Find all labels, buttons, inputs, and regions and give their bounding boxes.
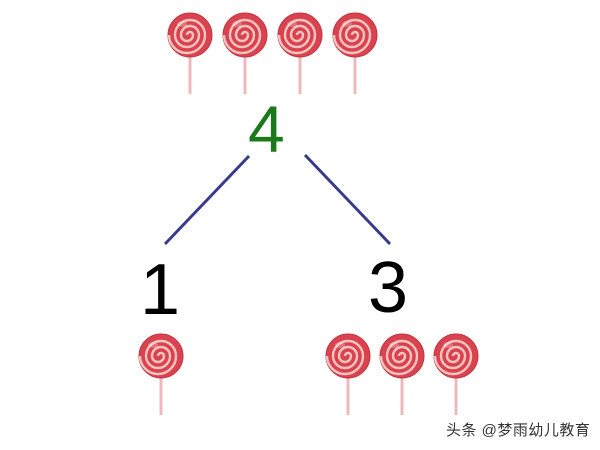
lollipop-icon bbox=[325, 333, 371, 415]
right-bond-line bbox=[303, 153, 392, 246]
part-right-number: 3 bbox=[368, 248, 409, 328]
total-number: 4 bbox=[248, 92, 285, 166]
lollipop-icon bbox=[433, 333, 479, 415]
watermark: 头条 @梦雨幼儿教育 bbox=[446, 422, 591, 439]
lollipop-icon bbox=[379, 333, 425, 415]
left-bond-line bbox=[163, 154, 251, 246]
lollipop-icon bbox=[138, 333, 184, 415]
part-left-number: 1 bbox=[140, 250, 181, 330]
